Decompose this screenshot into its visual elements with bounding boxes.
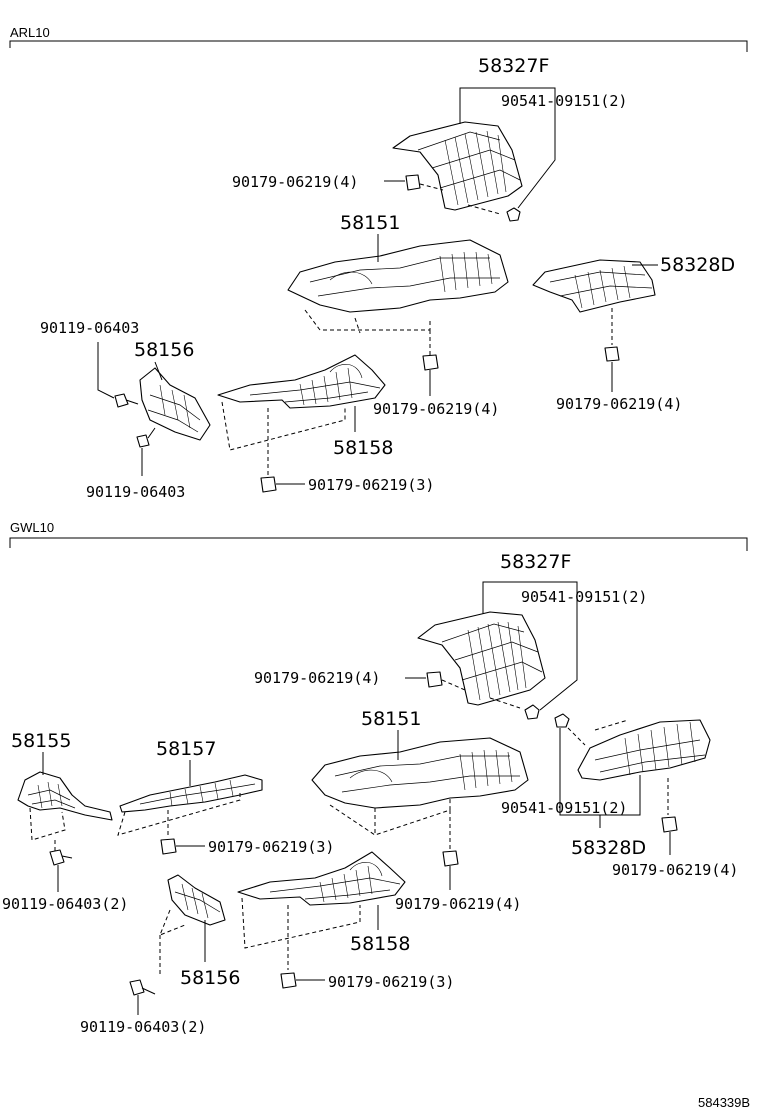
push-clip-icon[interactable]: [160, 838, 177, 855]
label-90179-06219-d: 90179-06219(3): [308, 476, 434, 494]
heat-insulator-58156[interactable]: [139, 367, 211, 441]
heat-insulator-58328d[interactable]: [577, 719, 711, 781]
push-clip-icon[interactable]: [260, 476, 277, 493]
push-clip-icon[interactable]: [422, 354, 439, 371]
heat-insulator-58158[interactable]: [217, 354, 386, 409]
label-90541-09151-b: 90541-09151(2): [501, 799, 627, 817]
heat-insulator-58155[interactable]: [17, 771, 113, 821]
push-clip-icon[interactable]: [426, 671, 443, 688]
label-90179-06219-a: 90179-06219(4): [254, 669, 380, 687]
heat-insulator-58158[interactable]: [237, 851, 406, 906]
section-bracket: [9, 40, 748, 52]
label-90179-06219-b: 90179-06219(4): [373, 400, 499, 418]
label-90179-06219-e: 90179-06219(3): [328, 973, 454, 991]
flange-bolt-icon[interactable]: [136, 427, 156, 448]
label-90179-06219-d: 90179-06219(4): [612, 861, 738, 879]
label-58151: 58151: [361, 708, 421, 730]
heat-insulator-58327f[interactable]: [392, 121, 523, 211]
flange-bolt-icon[interactable]: [129, 979, 156, 996]
heat-insulator-58151[interactable]: [287, 239, 509, 313]
label-90119-06403-b: 90119-06403: [86, 483, 185, 501]
label-90541-09151: 90541-09151(2): [501, 92, 627, 110]
push-clip-icon[interactable]: [554, 713, 570, 728]
label-90179-06219-c: 90179-06219(4): [556, 395, 682, 413]
flange-bolt-icon[interactable]: [49, 849, 73, 866]
heat-insulator-58157[interactable]: [119, 774, 263, 813]
heat-insulator-58327f[interactable]: [417, 611, 546, 706]
push-clip-icon[interactable]: [604, 346, 620, 362]
section-code: GWL10: [10, 520, 54, 535]
label-58327f: 58327F: [478, 55, 549, 77]
label-58158: 58158: [350, 933, 410, 955]
push-clip-icon[interactable]: [661, 816, 678, 833]
label-90179-06219-a: 90179-06219(4): [232, 173, 358, 191]
label-90119-06403-a: 90119-06403: [40, 319, 139, 337]
label-90119-06403-b: 90119-06403(2): [80, 1018, 206, 1036]
push-clip-icon[interactable]: [280, 972, 297, 989]
label-58328d: 58328D: [660, 254, 735, 276]
label-58328d: 58328D: [571, 837, 646, 859]
label-90179-06219-b: 90179-06219(3): [208, 838, 334, 856]
push-clip-icon[interactable]: [524, 704, 540, 720]
label-58158: 58158: [333, 437, 393, 459]
push-clip-icon[interactable]: [405, 174, 421, 191]
label-90179-06219-c: 90179-06219(4): [395, 895, 521, 913]
label-58157: 58157: [156, 738, 216, 760]
push-clip-icon[interactable]: [506, 207, 521, 222]
label-90119-06403-a: 90119-06403(2): [2, 895, 128, 913]
label-58151: 58151: [340, 212, 400, 234]
section-arl10: ARL10 58327F 90541-09151(2) 90179-06219(…: [9, 25, 748, 501]
label-58327f: 58327F: [500, 551, 571, 573]
section-gwl10: GWL10 58327F 90541-09151(2) 90179-06219(…: [2, 520, 748, 1036]
heat-insulator-58156[interactable]: [167, 874, 226, 926]
label-90541-09151-a: 90541-09151(2): [521, 588, 647, 606]
push-clip-icon[interactable]: [442, 850, 459, 867]
section-code: ARL10: [10, 25, 50, 40]
label-58156: 58156: [180, 967, 240, 989]
flange-bolt-icon[interactable]: [114, 393, 139, 408]
label-58156: 58156: [134, 339, 194, 361]
heat-insulator-58151[interactable]: [311, 737, 529, 809]
diagram-reference-code: 584339B: [698, 1095, 750, 1110]
heat-insulator-58328d[interactable]: [532, 259, 656, 313]
label-58155: 58155: [11, 730, 71, 752]
